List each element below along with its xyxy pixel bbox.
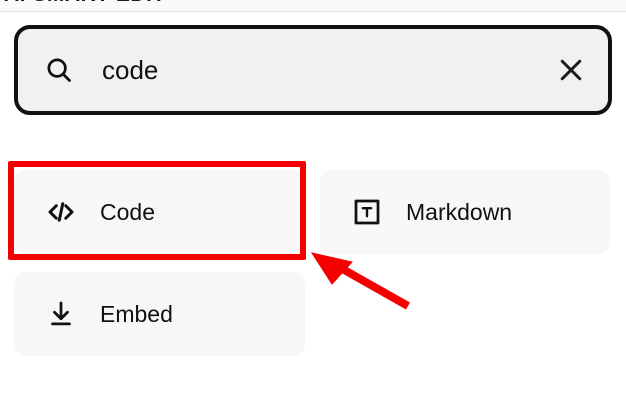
text-box-icon <box>354 199 380 225</box>
option-card-code[interactable]: Code <box>14 170 305 254</box>
option-label-markdown: Markdown <box>406 198 513 225</box>
header-divider <box>0 11 626 12</box>
code-brackets-icon <box>48 202 74 222</box>
search-input[interactable]: code <box>102 57 159 83</box>
cropped-header-title: AI SMART EDIT <box>4 0 166 7</box>
option-card-embed[interactable]: Embed <box>14 272 305 356</box>
option-label-embed: Embed <box>100 300 173 327</box>
search-icon <box>47 58 71 82</box>
cropped-header-strip: AI SMART EDIT <box>0 0 626 11</box>
option-label-code: Code <box>100 198 155 225</box>
close-icon[interactable] <box>556 55 586 85</box>
option-card-markdown[interactable]: Markdown <box>320 170 610 254</box>
search-field[interactable]: code <box>14 25 612 115</box>
download-icon <box>51 301 71 326</box>
